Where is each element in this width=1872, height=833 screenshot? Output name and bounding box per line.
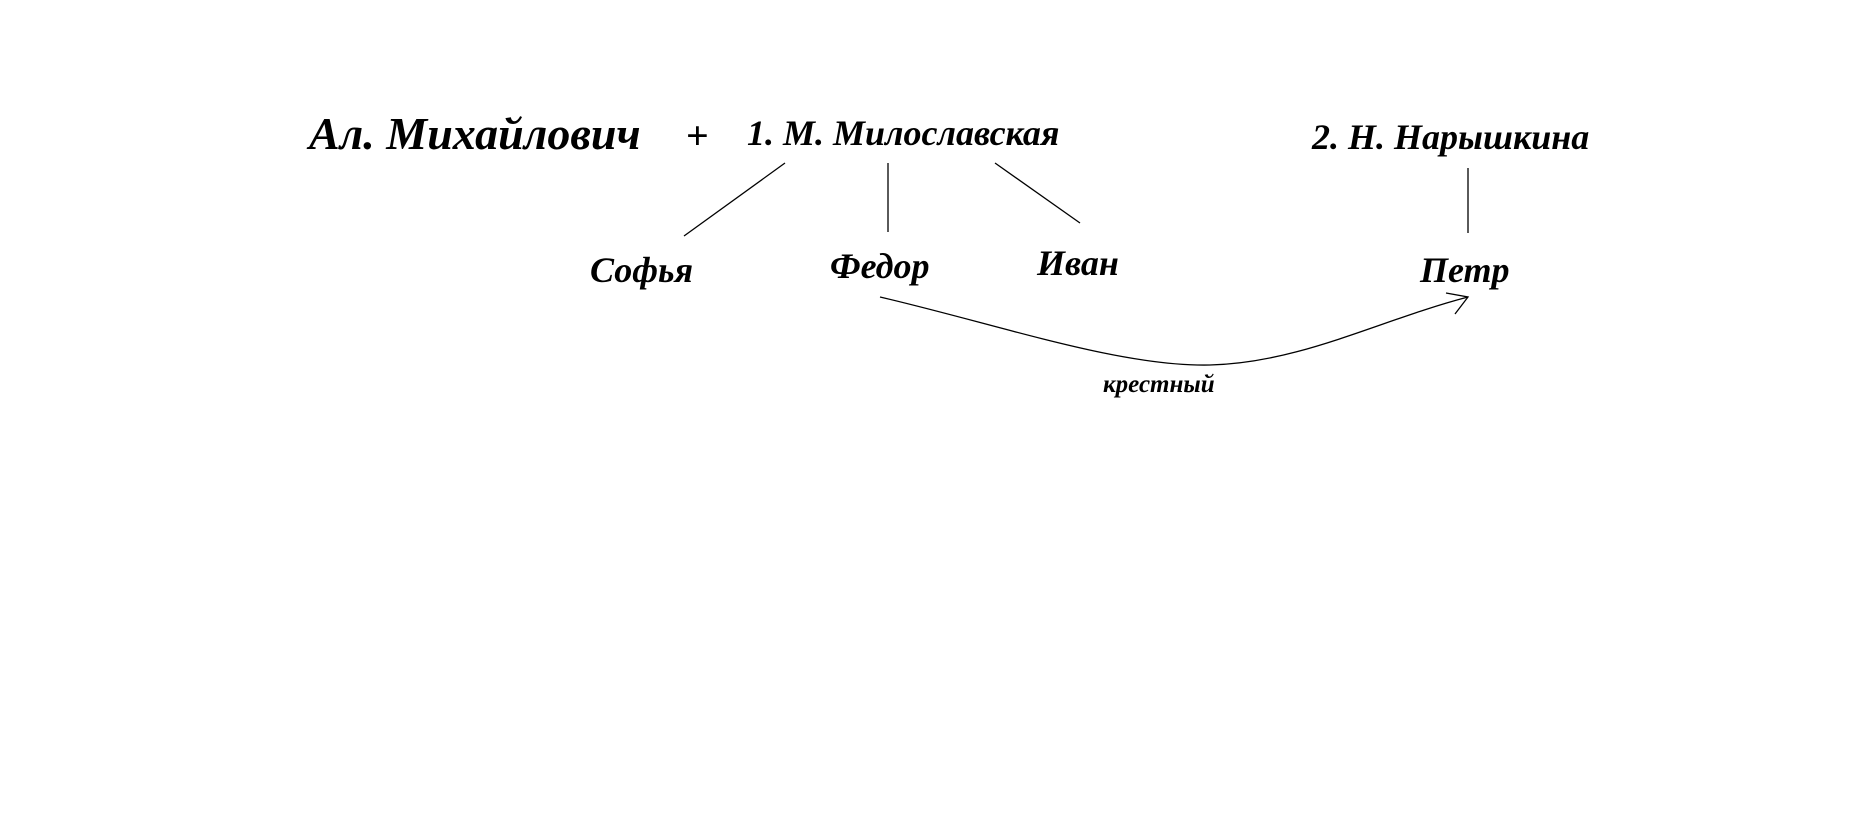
line-milo-to-ivan [994, 162, 1081, 224]
godfather-arrow [879, 296, 1469, 366]
plus-sign: + [686, 113, 709, 158]
child-petr: Петр [1420, 250, 1510, 290]
first-wife-name: 1. М. Милославская [747, 113, 1060, 153]
child-sofia: Софья [590, 250, 694, 290]
child-ivan: Иван [1037, 243, 1119, 283]
line-milo-to-sofia [683, 162, 786, 237]
second-wife-name: 2. Н. Нарышкина [1312, 117, 1590, 157]
child-fedor: Федор [830, 246, 930, 286]
arrowhead-icon [1445, 292, 1470, 315]
godfather-relation-label: крестный [1103, 371, 1215, 398]
father-name: Ал. Михайлович [309, 108, 641, 159]
